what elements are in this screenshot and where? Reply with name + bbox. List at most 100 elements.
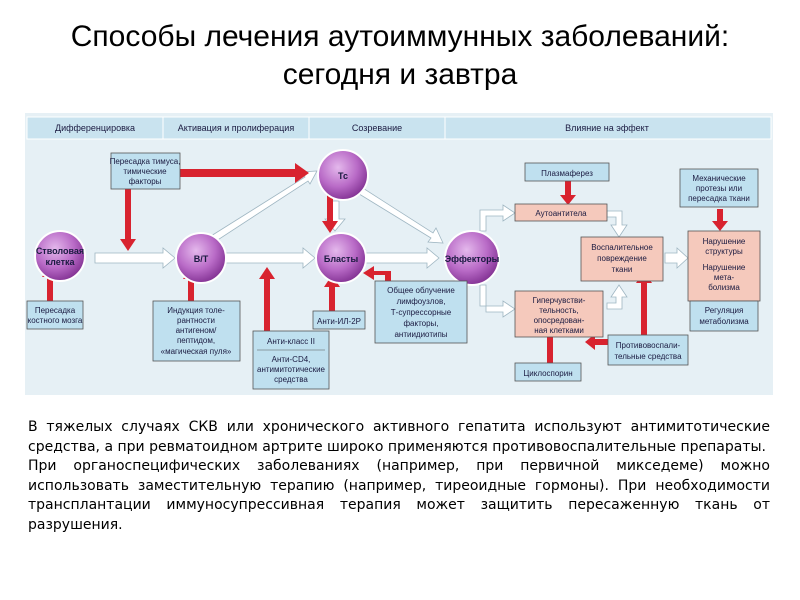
structure-label-3: Нарушение (703, 263, 746, 272)
structure-label-1: Нарушение (703, 237, 746, 246)
arrow-thymus-to-tc (180, 163, 309, 183)
box-antiinflam: Противовоспали- тельные средства (607, 334, 689, 366)
hypersensitivity-box (514, 290, 604, 338)
treatment-scheme-diagram: Дифференцировка Активация и пролиферация… (25, 113, 773, 395)
stage-label-differentiation: Дифференцировка (55, 123, 135, 133)
stem-cell-circle (34, 230, 86, 282)
box-il2r: Анти-ИЛ-2Р (312, 310, 366, 330)
blasts-cell-label: Бласты (324, 254, 359, 264)
box-autoantibodies: Аутоантитела (514, 203, 608, 222)
induction-label-2: рантности (177, 316, 215, 325)
caption-text: В тяжелых случаях СКВ или хронического а… (28, 418, 770, 535)
cell-stem: Стволовая клетка (34, 230, 86, 282)
inflammation-label-3: ткани (612, 265, 633, 274)
inflammation-box (580, 236, 664, 282)
arrow-blasts-to-effectors (362, 247, 440, 269)
effectors-cell-label: Эффекторы (445, 254, 500, 264)
induction-label-4: пептидом, (177, 336, 215, 345)
tc-cell-label: Тс (338, 171, 348, 181)
arrow-plasma-to-autoantibodies (560, 179, 576, 205)
structure-label-5: болизма (708, 283, 740, 292)
marrow-label-2: костного мозга (28, 316, 83, 325)
stage-label-maturation: Созревание (352, 123, 402, 133)
stem-cell-label-2: клетка (45, 257, 75, 267)
thymus-box (110, 152, 181, 190)
stem-cell-label-1: Стволовая (36, 246, 84, 256)
induction-label-5: «магическая пуля» (161, 347, 232, 356)
hypersensitivity-label-4: ная клетками (534, 326, 584, 335)
prostheses-label-2: протезы или (696, 184, 742, 193)
title-line-2: сегодня и завтра (282, 58, 518, 91)
antiinflam-box (607, 334, 689, 366)
metabolism-label-1: Регуляция (705, 306, 744, 315)
cell-effectors: Эффекторы (444, 230, 500, 286)
prostheses-box (679, 168, 759, 208)
cell-bt: В/Т (175, 232, 227, 284)
box-prostheses: Механические протезы или пересадка ткани (679, 168, 759, 208)
box-metabolism: Регуляция метаболизма (689, 300, 759, 332)
arrow-tc-to-effectors (350, 182, 444, 244)
hypersensitivity-label-1: Гиперчувстви- (533, 296, 586, 305)
general-label-2: лимфоузлов, (397, 297, 446, 306)
arrow-prostheses-to-structure (712, 209, 728, 231)
stage-label-effect: Влияние на эффект (565, 123, 649, 133)
structure-label-4: мета- (714, 273, 735, 282)
general-label-3: Т-супрессорные (391, 308, 452, 317)
caption-paragraph-1: В тяжелых случаях СКВ или хронического а… (28, 419, 770, 455)
general-label-5: антиидиотипы (394, 330, 447, 339)
box-general: Общее облучение лимфоузлов, Т-супрессорн… (374, 280, 468, 344)
class2-label: Анти-класс II (267, 337, 315, 346)
plasma-label: Плазмаферез (541, 169, 593, 178)
box-cyclosporin: Циклоспорин (514, 362, 582, 382)
antiinflam-label-2: тельные средства (614, 352, 682, 361)
arrow-antiinflam-to-hypersensitivity (585, 334, 608, 350)
arrow-antiinflam-to-inflammation (636, 271, 652, 335)
hypersensitivity-label-3: опосредован- (534, 316, 585, 325)
cd4-label-3: средства (274, 375, 308, 384)
metabolism-box (689, 300, 759, 332)
arrow-tc-down-to-blasts (322, 191, 338, 233)
arrow-inflammation-to-structure (664, 247, 689, 269)
effectors-cell-circle (444, 230, 500, 286)
inflammation-label-2: повреждение (597, 254, 647, 263)
stage-cell-effect (444, 116, 772, 140)
general-box (374, 280, 468, 344)
il2r-box (312, 310, 366, 330)
arrow-il2r-to-blasts (324, 275, 340, 311)
title-line-1: Способы лечения аутоиммунных заболеваний… (70, 20, 730, 53)
arrow-anticd4-to-bt (259, 267, 275, 331)
induction-label-1: Индукция толе- (167, 306, 225, 315)
stage-label-activation: Активация и пролиферация (178, 123, 295, 133)
general-label-1: Общее облучение (387, 286, 455, 295)
blasts-cell-circle (315, 232, 367, 284)
box-class2-cd4: Анти-класс II Анти-CD4, антимитотические… (252, 330, 330, 390)
slide-title: Способы лечения аутоиммунных заболеваний… (0, 18, 800, 94)
box-induction: Индукция толе- рантности антигеном/ пепт… (152, 300, 241, 362)
induction-label-3: антигеном/ (176, 326, 218, 335)
general-label-4: факторы, (403, 319, 438, 328)
cell-tc: Тс (317, 149, 369, 201)
inflammation-label-1: Воспалительное (591, 243, 653, 252)
induction-box (152, 300, 241, 362)
box-plasma: Плазмаферез (524, 162, 610, 182)
box-marrow: Пересадка костного мозга (26, 300, 84, 330)
hypersensitivity-label-2: тельность, (539, 306, 579, 315)
bt-cell-label: В/Т (194, 254, 209, 264)
prostheses-label-1: Механические (692, 174, 746, 183)
cd4-label-1: Анти-CD4, (272, 355, 311, 364)
class2-cd4-box (252, 330, 330, 390)
stage-header-band: Дифференцировка Активация и пролиферация… (26, 116, 772, 140)
box-inflammation: Воспалительное повреждение ткани (580, 236, 664, 282)
arrow-stem-to-bt (94, 247, 176, 269)
cyclosporin-label: Циклоспорин (523, 369, 572, 378)
arrow-effectors-to-autoantibodies (479, 204, 516, 232)
metabolism-label-2: метаболизма (699, 317, 749, 326)
bt-cell-circle (175, 232, 227, 284)
antiinflam-label-1: Противовоспали- (616, 341, 681, 350)
plasma-box (524, 162, 610, 182)
arrow-hypersensitivity-to-inflammation (606, 284, 628, 310)
arrow-thymus-to-bt (120, 189, 136, 251)
cd4-label-2: антимитотические (257, 365, 326, 374)
cell-blasts: Бласты (315, 232, 367, 284)
autoantibodies-box (514, 203, 608, 222)
